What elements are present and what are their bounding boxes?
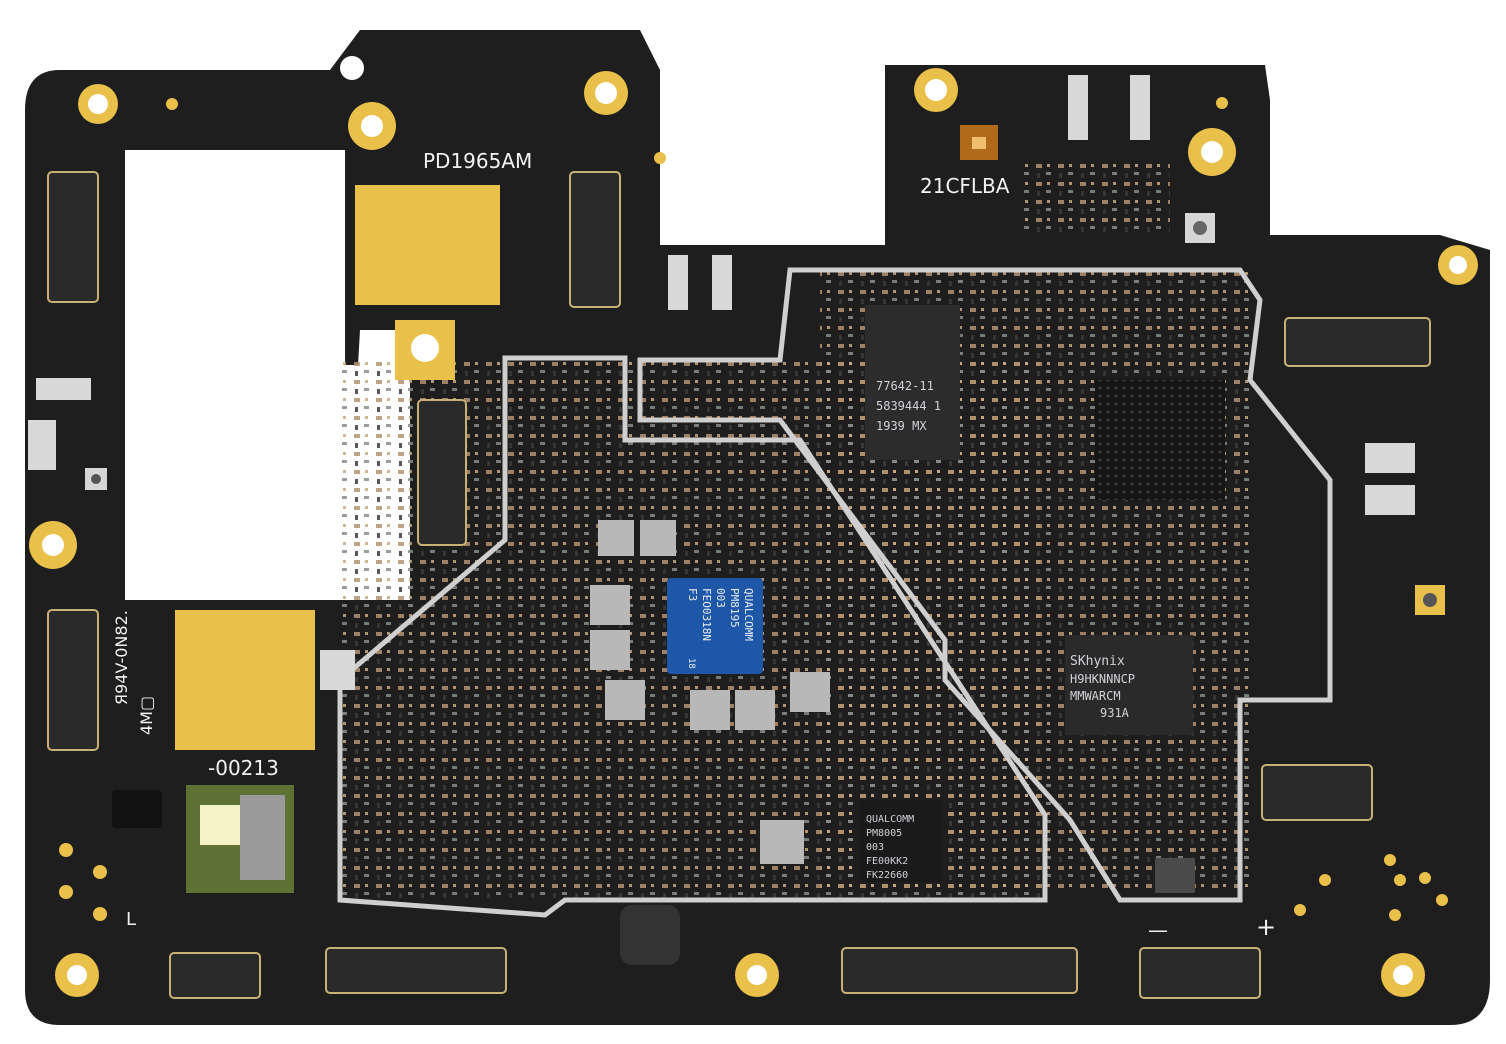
shield-trace-left bbox=[337, 355, 1048, 918]
mounting-holes bbox=[29, 56, 1478, 997]
audio-line-4: FE00KK2 bbox=[866, 856, 908, 867]
corner-mark: L bbox=[126, 909, 136, 930]
audio-line-3: 003 bbox=[866, 842, 884, 853]
skyworks-line-2: 5839444 1 bbox=[876, 399, 941, 413]
audio-line-1: QUALCOMM bbox=[866, 814, 914, 825]
skyworks-line-1: 77642-11 bbox=[876, 379, 934, 393]
pmic-line-4: FEO0318N bbox=[700, 588, 713, 641]
audio-line-5: FK22660 bbox=[866, 870, 908, 881]
pmic-line-2: PM8195 bbox=[728, 588, 741, 628]
pmic-line-5: F3 bbox=[686, 588, 699, 601]
board-connectors bbox=[47, 171, 1431, 999]
memory-line-4: 931A bbox=[1100, 706, 1130, 720]
skyworks-line-3: 1939 MX bbox=[876, 419, 927, 433]
model-label: PD1965AM bbox=[423, 149, 532, 173]
audio-chip bbox=[860, 800, 942, 882]
rf-connectors bbox=[85, 213, 1445, 615]
memory-line-2: H9HKNNNCP bbox=[1070, 672, 1135, 686]
pmic-chip bbox=[667, 578, 763, 674]
test-points bbox=[59, 97, 1448, 921]
memory-line-1: SKhynix bbox=[1070, 654, 1125, 669]
plus-mark: + bbox=[1256, 913, 1276, 941]
audio-line-2: PM8005 bbox=[866, 828, 902, 839]
gold-pad-top bbox=[355, 185, 500, 305]
skyworks-chip bbox=[865, 305, 960, 460]
shield-trace-right bbox=[637, 267, 1333, 903]
rating-line-1: Я94V-0N82. bbox=[112, 610, 131, 705]
rating-line-2: 4M▢ bbox=[137, 696, 156, 735]
rev-label: 21CFLBA bbox=[920, 174, 1010, 198]
pmic-line-1: QUALCOMM bbox=[742, 588, 755, 641]
part-suffix-label: -00213 bbox=[208, 756, 279, 780]
side-pads bbox=[28, 75, 1415, 690]
inductors bbox=[590, 520, 830, 864]
gold-pad-left bbox=[175, 610, 315, 750]
minus-mark: — bbox=[1148, 918, 1168, 942]
pmic-line-6: 18 bbox=[686, 658, 696, 669]
pmic-label: QUALCOMM PM8195 003 FEO0318N F3 18 bbox=[686, 588, 755, 669]
memory-line-3: MMWARCM bbox=[1070, 689, 1121, 703]
memory-chip bbox=[1065, 635, 1193, 735]
pmic-line-3: 003 bbox=[714, 588, 727, 608]
